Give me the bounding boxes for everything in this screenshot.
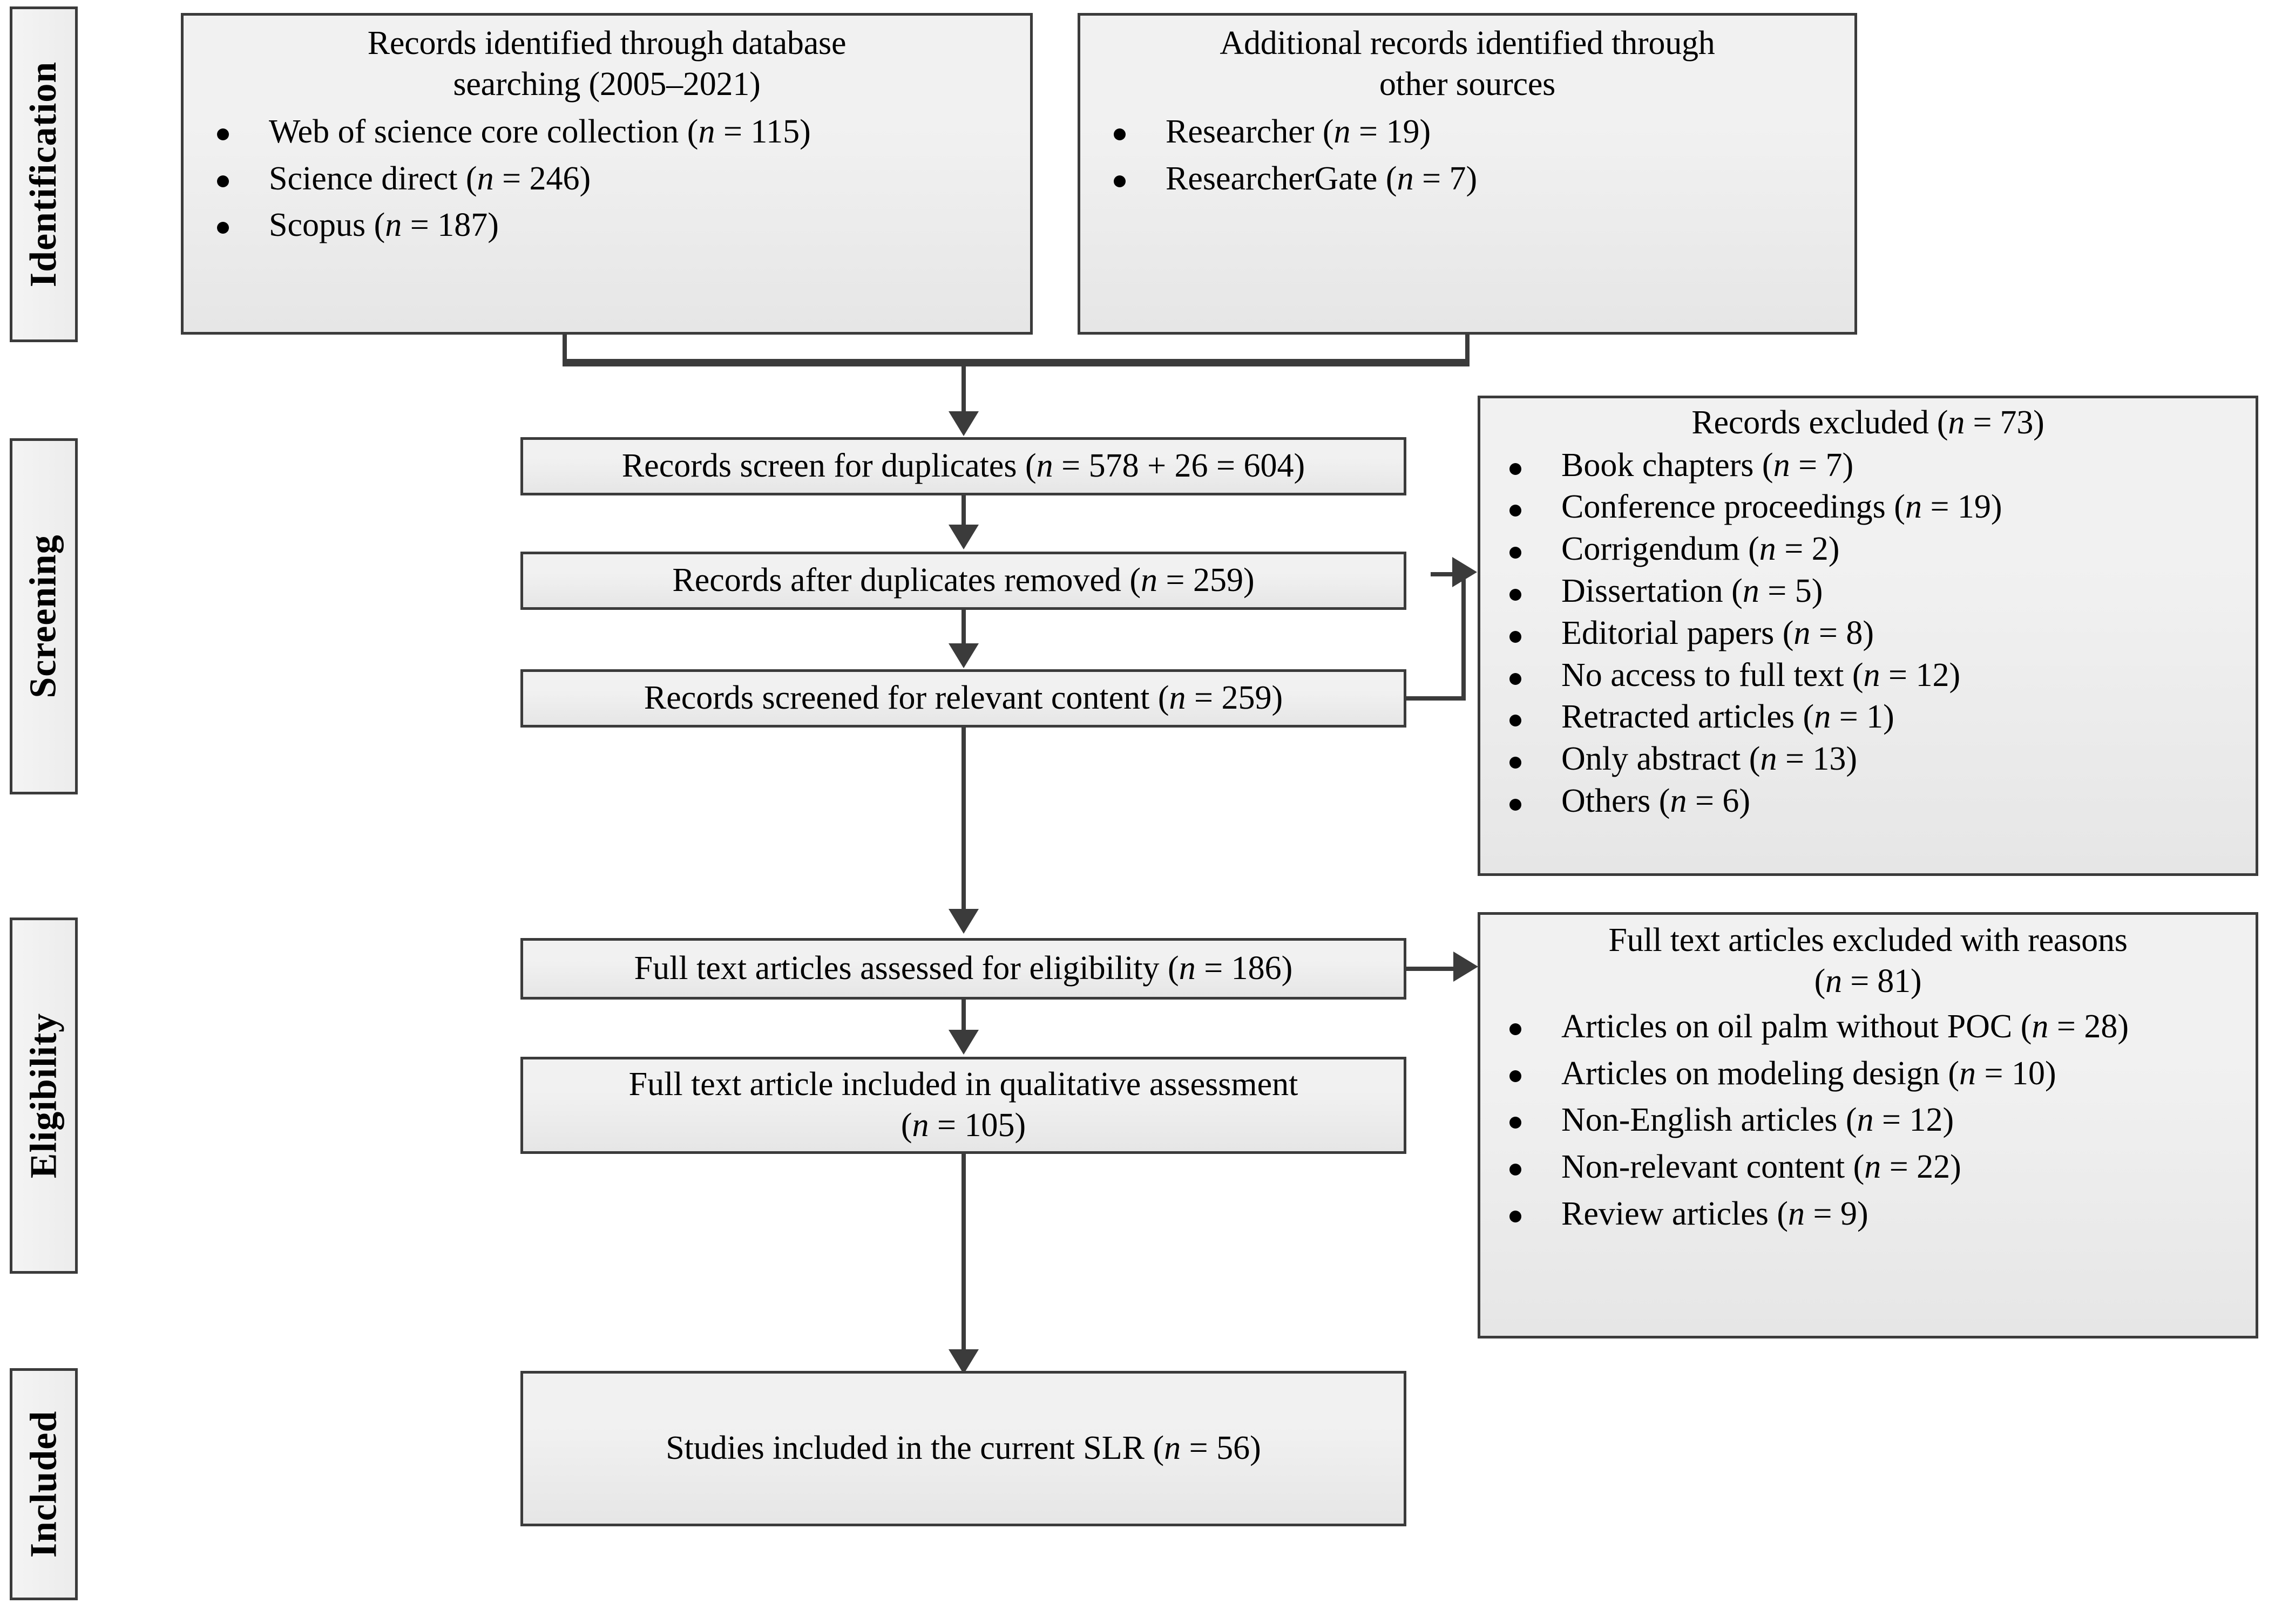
list-item: No access to full text (n = 12) [1490,655,2246,697]
connector-excluded-elbow-vertical [1461,572,1466,698]
list-item: Corrigendum (n = 2) [1490,528,2246,570]
list-item: Retracted articles (n = 1) [1490,696,2246,738]
connector-other-down [1465,335,1470,363]
stage-label-identification: Identification [10,6,78,342]
box-studies-included-slr: Studies included in the current SLR (n =… [520,1371,1406,1526]
list-item: Only abstract (n = 13) [1490,738,2246,780]
stage-label-included: Included [10,1368,78,1600]
connector-db-down [563,335,567,363]
arrow-into-records-excluded [1452,557,1477,587]
arrow-into-after-duplicates [949,525,979,549]
box-records-after-duplicates-removed: Records after duplicates removed (n = 25… [520,552,1406,610]
list-item: Editorial papers (n = 8) [1490,613,2246,655]
arrow-into-screened-relevant [949,643,979,668]
box-records-screened-relevant-content: Records screened for relevant content (n… [520,669,1406,728]
list-item: Review articles (n = 9) [1490,1192,2246,1236]
box-screen-duplicates-text: Records screen for duplicates (n = 578 +… [621,447,1305,485]
arrow-into-qualitative [949,1030,979,1055]
arrow-into-studies-included [949,1349,979,1374]
list-item: Articles on modeling design (n = 10) [1490,1052,2246,1096]
box-fulltext-excluded-title: Full text articles excluded with reasons… [1608,922,2128,1000]
connector-screened-to-eligibility [962,728,966,911]
box-full-text-excluded-with-reasons: Full text articles excluded with reasons… [1478,912,2258,1338]
box-studies-included-text: Studies included in the current SLR (n =… [666,1430,1261,1467]
box-other-sources-list: Researcher (n = 19) ResearcherGate (n = … [1094,110,1840,200]
connector-qualitative-to-included [962,1154,966,1354]
box-records-screen-duplicates: Records screen for duplicates (n = 578 +… [520,437,1406,495]
list-item: ResearcherGate (n = 7) [1094,157,1840,201]
connector-excluded-elbow-horizontal-upper [1431,572,1463,576]
connector-after-duplicates-down [962,610,966,645]
list-item: Others (n = 6) [1490,780,2246,823]
arrow-into-duplicates [949,411,979,436]
stage-label-eligibility: Eligibility [10,918,78,1274]
arrow-into-fulltext-excluded [1453,952,1478,982]
list-item: Web of science core collection (n = 115) [198,110,1016,154]
list-item: Dissertation (n = 5) [1490,570,2246,613]
box-qualitative-included-text: Full text article included in qualitativ… [628,1066,1298,1144]
connector-excluded-elbow-horizontal-lower [1406,696,1466,701]
stage-label-included-text: Included [23,1410,64,1558]
box-records-excluded: Records excluded (n = 73) Book chapters … [1478,396,2258,876]
box-database-search-list: Web of science core collection (n = 115)… [198,110,1016,247]
stage-label-identification-text: Identification [23,61,65,288]
box-after-duplicates-text: Records after duplicates removed (n = 25… [672,562,1255,599]
connector-merge-down [962,359,966,413]
connector-eligibility-down [962,1000,966,1032]
list-item: Non-relevant content (n = 22) [1490,1145,2246,1189]
list-item: Book chapters (n = 7) [1490,445,2246,487]
box-fulltext-excluded-list: Articles on oil palm without POC (n = 28… [1490,1005,2246,1235]
stage-label-screening-text: Screening [23,534,65,698]
arrow-into-eligibility [949,909,979,934]
box-full-text-assessed-eligibility: Full text articles assessed for eligibil… [520,938,1406,1000]
stage-label-eligibility-text: Eligibility [23,1013,64,1179]
list-item: Non-English articles (n = 12) [1490,1098,2246,1142]
list-item: Scopus (n = 187) [198,203,1016,247]
box-records-excluded-list: Book chapters (n = 7) Conference proceed… [1490,445,2246,823]
connector-duplicates-down [962,495,966,527]
list-item: Science direct (n = 246) [198,157,1016,201]
connector-eligibility-to-excluded [1406,967,1460,971]
stage-label-screening: Screening [10,438,78,794]
box-full-text-included-qualitative: Full text article included in qualitativ… [520,1057,1406,1154]
box-records-excluded-title: Records excluded (n = 73) [1691,404,2044,441]
connector-merge-horizontal [563,359,1470,366]
list-item: Articles on oil palm without POC (n = 28… [1490,1005,2246,1049]
box-screened-relevant-text: Records screened for relevant content (n… [644,680,1283,717]
box-eligibility-assessed-text: Full text articles assessed for eligibil… [634,950,1293,987]
list-item: Conference proceedings (n = 19) [1490,486,2246,528]
list-item: Researcher (n = 19) [1094,110,1840,154]
